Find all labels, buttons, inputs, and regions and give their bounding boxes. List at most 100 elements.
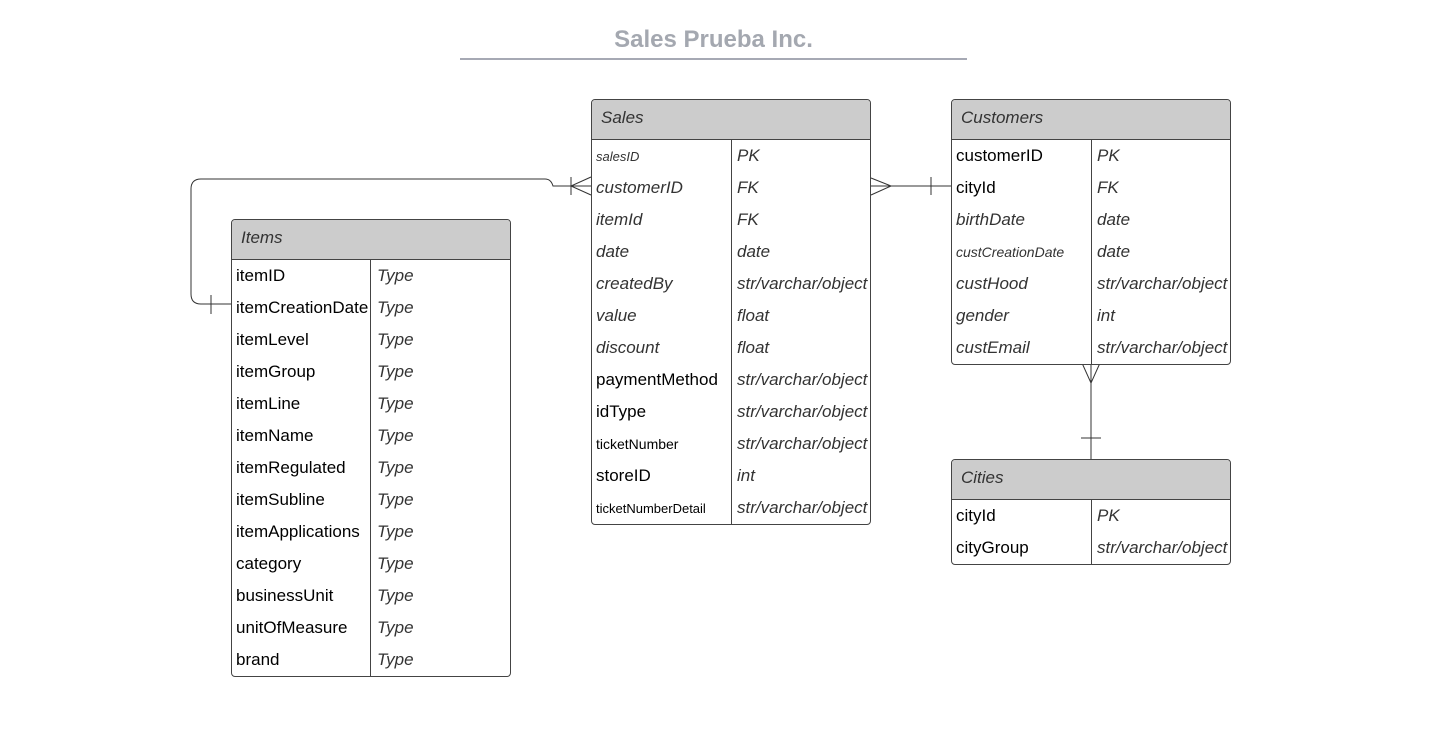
entity-cities-header: Cities — [952, 460, 1230, 500]
field-name: brand — [236, 650, 280, 669]
customers-sales-relationship[interactable] — [870, 177, 951, 196]
field-name: itemLine — [236, 394, 301, 413]
table-row[interactable]: brand Type — [232, 644, 510, 676]
table-row[interactable]: businessUnit Type — [232, 580, 510, 612]
title-underline — [460, 58, 967, 60]
field-name: itemSubline — [236, 490, 325, 509]
table-row[interactable]: itemRegulated Type — [232, 452, 510, 484]
field-type: FK — [737, 178, 759, 197]
field-name: unitOfMeasure — [236, 618, 348, 637]
field-name: custHood — [956, 274, 1028, 293]
column-divider — [1091, 500, 1092, 564]
field-type: Type — [377, 298, 414, 317]
field-name: paymentMethod — [596, 370, 718, 389]
field-type: Type — [377, 522, 414, 541]
field-type: Type — [377, 426, 414, 445]
table-row[interactable]: custEmail str/varchar/object — [952, 332, 1230, 364]
field-type: int — [737, 466, 755, 485]
field-type: Type — [377, 394, 414, 413]
field-type: PK — [1097, 506, 1120, 525]
table-row[interactable]: itemCreationDate Type — [232, 292, 510, 324]
field-name: discount — [596, 338, 660, 357]
field-type: Type — [377, 458, 414, 477]
field-type: FK — [1097, 178, 1119, 197]
field-type: PK — [737, 146, 760, 165]
column-divider — [370, 260, 371, 676]
customers-crowsfoot-many-marker — [1081, 362, 1101, 385]
cities-customers-relationship[interactable] — [1081, 362, 1101, 459]
field-type: str/varchar/object — [737, 274, 868, 293]
field-type: int — [1097, 306, 1115, 325]
field-name: itemRegulated — [236, 458, 346, 477]
field-name: businessUnit — [236, 586, 334, 605]
table-row[interactable]: gender int — [952, 300, 1230, 332]
column-divider — [1091, 140, 1092, 364]
field-name: customerID — [596, 178, 683, 197]
field-type: FK — [737, 210, 759, 229]
table-row[interactable]: customerID FK — [592, 172, 870, 204]
table-row[interactable]: createdBy str/varchar/object — [592, 268, 870, 300]
field-name: createdBy — [596, 274, 673, 293]
table-row[interactable]: cityId FK — [952, 172, 1230, 204]
field-name: date — [596, 242, 630, 261]
field-type: str/varchar/object — [737, 434, 868, 453]
items-sales-relationship[interactable] — [190, 176, 592, 314]
field-name: itemLevel — [236, 330, 309, 349]
table-row[interactable]: itemApplications Type — [232, 516, 510, 548]
items-sales-line — [190, 178, 591, 305]
field-type: Type — [377, 650, 414, 669]
field-name: itemID — [236, 266, 286, 285]
table-row[interactable]: itemLevel Type — [232, 324, 510, 356]
column-divider — [731, 140, 732, 524]
field-name: value — [596, 306, 637, 325]
field-name: customerID — [956, 146, 1043, 165]
field-name: itemName — [236, 426, 314, 445]
entity-sales-header: Sales — [592, 100, 870, 140]
field-type: str/varchar/object — [1097, 338, 1228, 357]
sales-crowsfoot-many-marker — [870, 177, 893, 196]
field-type: date — [1097, 242, 1131, 261]
field-type: Type — [377, 554, 414, 573]
table-row[interactable]: itemLine Type — [232, 388, 510, 420]
field-name: idType — [596, 402, 647, 421]
field-type: str/varchar/object — [737, 498, 868, 517]
field-name: gender — [956, 306, 1009, 325]
field-type: Type — [377, 362, 414, 381]
field-name: itemCreationDate — [236, 298, 369, 317]
field-name: cityId — [956, 178, 996, 197]
diagram-title: Sales Prueba Inc. — [614, 26, 813, 53]
field-type: Type — [377, 586, 414, 605]
field-name: birthDate — [956, 210, 1025, 229]
field-type: Type — [377, 330, 414, 349]
table-row[interactable]: itemName Type — [232, 420, 510, 452]
field-name: custEmail — [956, 338, 1030, 357]
field-name: itemApplications — [236, 522, 360, 541]
field-name: cityGroup — [956, 538, 1029, 557]
